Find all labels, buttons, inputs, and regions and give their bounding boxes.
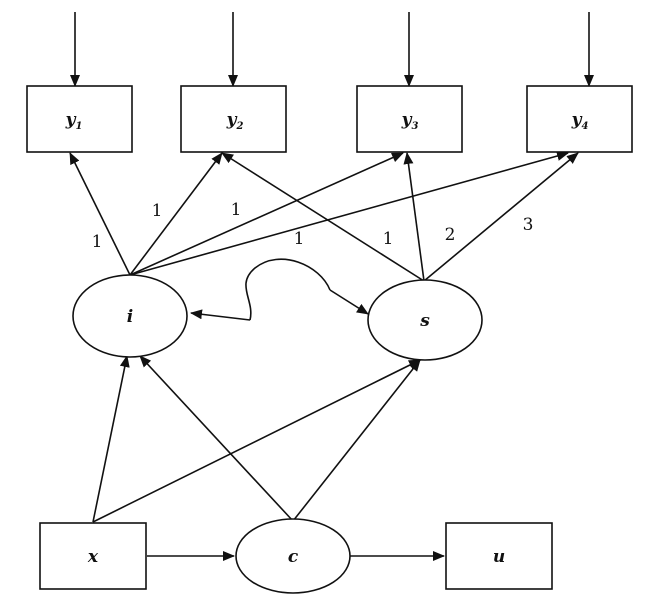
node-y3-box (356, 85, 463, 153)
arrow-s-y4 (423, 152, 579, 282)
node-x-label: x (87, 547, 99, 567)
node-s-label: s (419, 311, 430, 331)
label-s-y3: 2 (445, 225, 456, 245)
node-c-ellipse (235, 518, 351, 594)
node-c-label: c (288, 547, 299, 567)
label-i-y1: 1 (92, 232, 103, 252)
label-i-y4: 1 (294, 229, 305, 249)
node-y4-label: y4 (571, 110, 589, 132)
arrow-c-s (292, 359, 421, 522)
covariance-arrow-to-i (190, 309, 251, 321)
node-y1-label: y1 (65, 110, 83, 132)
covariance-curve (245, 258, 331, 321)
label-i-y2: 1 (152, 201, 163, 221)
arrow-x-i (92, 355, 130, 523)
label-s-y2: 1 (383, 229, 394, 249)
node-y3-label: y3 (401, 110, 419, 132)
arrow-i-y3 (129, 152, 404, 276)
node-i-label: i (127, 307, 133, 327)
arrow-i-y1 (69, 152, 131, 276)
node-i-ellipse (72, 274, 188, 358)
node-y1-box (26, 85, 133, 153)
arrow-s-y2 (221, 152, 425, 282)
node-y4-box (526, 85, 633, 153)
arrow-s-y3 (403, 152, 425, 282)
node-y2-box (180, 85, 287, 153)
arrow-x-s (92, 359, 421, 523)
arrow-c-i (139, 355, 294, 522)
arrow-i-y4 (129, 151, 569, 276)
node-u-label: u (493, 547, 505, 567)
label-i-y3: 1 (231, 200, 242, 220)
node-u-box (445, 522, 553, 590)
arrow-i-y2 (129, 152, 223, 276)
label-s-y4: 3 (523, 215, 534, 235)
node-y2-label: y2 (226, 110, 244, 132)
node-s-ellipse (367, 279, 483, 361)
covariance-arrow-to-s (329, 289, 369, 315)
node-x-box (39, 522, 147, 590)
